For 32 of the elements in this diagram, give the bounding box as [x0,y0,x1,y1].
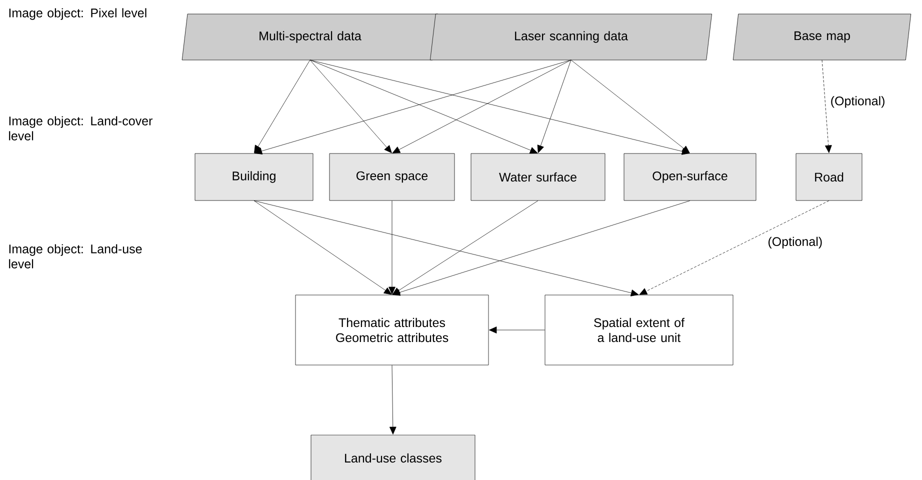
arrow [388,200,396,294]
arrow [254,200,392,295]
arrow [822,60,832,153]
process-box: Open-surface [624,153,756,201]
arrow [310,60,392,154]
data-parallelogram: Laser scanning data [430,14,712,60]
data-parallelogram: Base map [732,14,912,60]
process-box: Building [194,153,314,201]
arrow [310,60,690,155]
arrow [639,200,830,295]
arrow [389,365,396,434]
process-box: Land-use classes [310,434,476,480]
edge-label: (Optional) [766,236,824,250]
arrow [254,200,639,296]
process-box: Thematic attributes Geometric attributes [295,294,489,366]
arrow [392,200,690,296]
level-label: Image object: Land-cover level [9,116,152,140]
process-box: Water surface [470,153,606,201]
level-label: Image object: Pixel level [9,8,146,20]
process-box: Spatial extent of a land-use unit [544,294,734,366]
arrow [392,60,572,154]
process-box: Road [796,153,862,201]
arrow [570,60,690,154]
arrow [254,60,572,154]
arrow [310,60,538,154]
arrow [489,326,545,334]
process-box: Green space [329,153,455,201]
data-parallelogram: Multi-spectral data [182,14,438,60]
arrow [537,60,572,154]
level-label: Image object: Land-use level [9,244,142,268]
edge-label: (Optional) [829,95,886,109]
arrow [254,60,310,154]
